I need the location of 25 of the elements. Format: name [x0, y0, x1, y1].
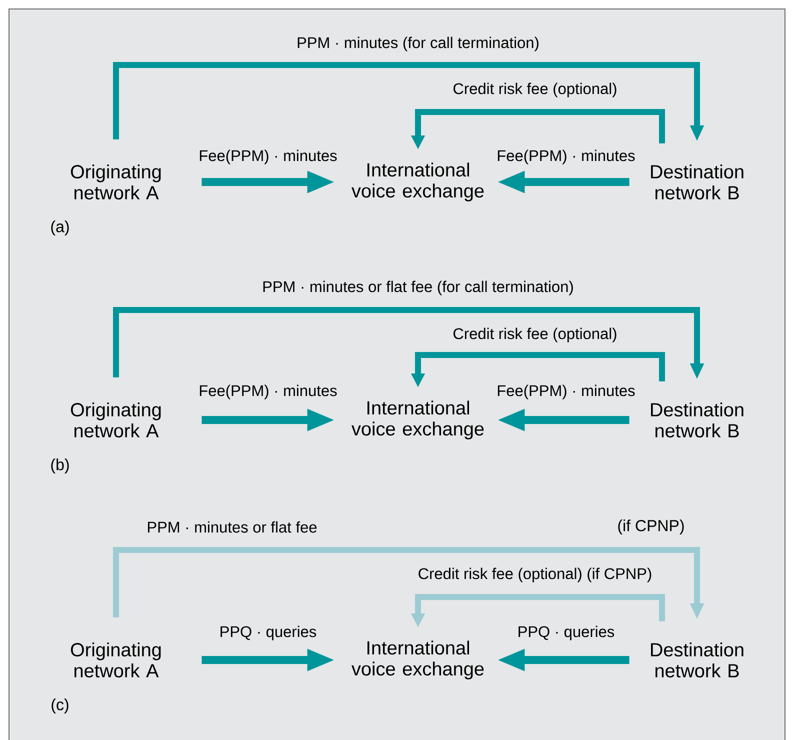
edge-label: Credit risk fee (optional) — [454, 328, 616, 342]
edge-label: Fee(PPM) · minutes — [498, 150, 635, 164]
panel-label: (b) — [51, 458, 69, 474]
edge-label: Fee(PPM) · minutes — [498, 384, 635, 400]
network-label: Destination network B — [651, 642, 744, 678]
edge-label: PPQ · queries — [220, 626, 316, 640]
exchange-label: International voice exchange — [352, 400, 484, 440]
edge-label: PPM · minutes or flat fee — [148, 521, 317, 533]
panel-label: (c) — [52, 698, 68, 714]
network-label: Destination network B — [651, 402, 744, 438]
network-label: Originating network A — [70, 402, 161, 438]
network-label: Destination network B — [651, 164, 744, 200]
edge-label: PPM · minutes (for call termination) — [298, 36, 538, 52]
exchange-label: International voice exchange — [352, 162, 484, 202]
network-label: Originating network A — [70, 164, 161, 200]
exchange-label: International voice exchange — [352, 640, 484, 680]
edge-label: Fee(PPM) · minutes — [200, 384, 337, 400]
edge-label: PPQ · queries — [518, 626, 614, 640]
edge-label: Credit risk fee (optional) — [454, 82, 616, 98]
edge-label: PPM · minutes or flat fee (for call termination) — [263, 280, 573, 296]
panel-label: (a) — [51, 220, 69, 236]
edge-label: Credit risk fee (optional) (if CPNP) — [418, 568, 652, 582]
network-label: Originating network A — [70, 642, 161, 678]
note-label: (if CPNP) — [618, 520, 684, 534]
edge-label: Fee(PPM) · minutes — [200, 150, 337, 164]
